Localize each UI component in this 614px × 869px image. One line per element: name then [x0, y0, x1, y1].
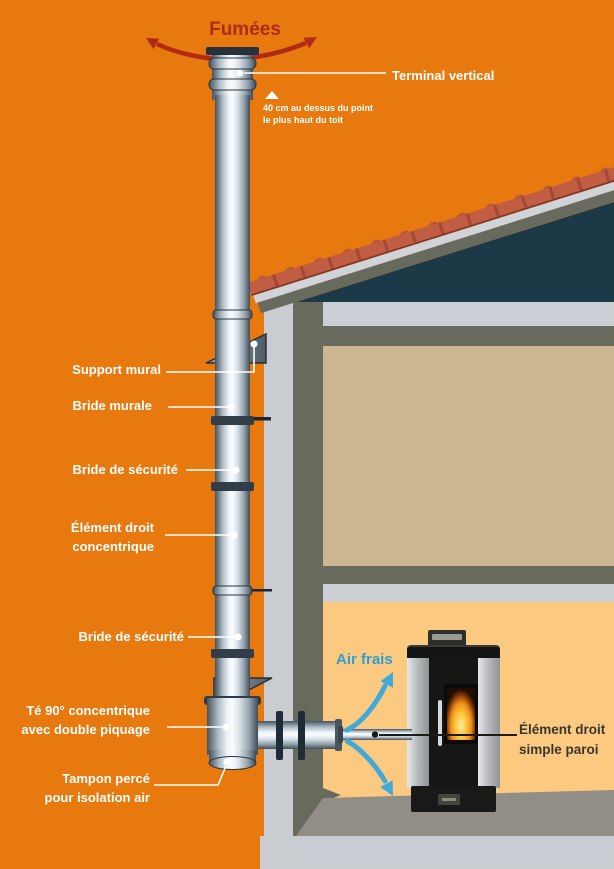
pellet-stove: [405, 630, 502, 813]
smoke-arrowhead-right: [303, 37, 317, 49]
element-simple-paroi-label: Élément droit simple paroi: [519, 720, 605, 760]
air-frais-arrows-icon: [344, 683, 388, 784]
element-concentrique-line1: Élément droit: [70, 520, 154, 535]
terminal-vertical-label: Terminal vertical: [392, 68, 495, 83]
bride-securite-1-label: Bride de sécurité: [72, 462, 179, 477]
stove-base-label: [442, 798, 456, 801]
tampon-label: Tampon percé pour isolation air: [45, 769, 150, 807]
height-marker-icon: [265, 91, 279, 99]
mid-floor-slab: [264, 584, 614, 602]
stove-side-panel-left: [407, 658, 429, 788]
pipe-joint-collar-2: [212, 585, 253, 596]
leader-dots: [222, 69, 258, 766]
bride-murale-label: Bride murale: [72, 398, 152, 413]
smoke-label: Fumées: [209, 19, 281, 40]
support-mural-label: Support mural: [72, 362, 161, 377]
stove-base-plate: [438, 794, 460, 805]
bride-securite-2-label: Bride de sécurité: [78, 629, 185, 644]
smoke-arrowhead-left: [146, 38, 160, 50]
stove-control-panel: [428, 630, 466, 647]
concentric-flue-pipe: [215, 95, 250, 705]
te90-line2: avec double piquage: [21, 722, 150, 737]
air-arrowhead-up: [380, 672, 393, 688]
element-concentrique-label: Élément droit concentrique: [71, 518, 154, 556]
leader-dot-simple-paroi: [371, 731, 379, 738]
tampon-line1: Tampon percé: [62, 771, 150, 786]
height-note-line2: le plus haut du toit: [263, 115, 343, 125]
vertical-terminal: [206, 47, 259, 100]
upper-room-floor-shadow: [293, 566, 614, 584]
foundation-slab: [260, 836, 614, 869]
element-concentrique-line2: concentrique: [72, 539, 154, 554]
element-simple-line2: simple paroi: [519, 742, 599, 757]
stove-flame: [447, 688, 475, 740]
tampon-line2: pour isolation air: [44, 790, 150, 805]
wall-clamp-rod-1: [250, 417, 271, 421]
wall-clamp-rod-2: [250, 589, 272, 592]
tee-90-concentric: [204, 696, 342, 770]
height-note: 40 cm au dessus du point le plus haut du…: [263, 102, 373, 126]
upper-room-ceiling-shadow: [293, 326, 614, 346]
bride-securite-band-1: [211, 482, 254, 491]
height-note-line1: 40 cm au dessus du point: [263, 103, 374, 113]
pipe-joint-collar-1: [212, 309, 253, 320]
element-simple-line1: Élément droit: [519, 722, 606, 737]
air-frais-label: Air frais: [336, 651, 393, 668]
te90-line1: Té 90° concentrique: [26, 703, 150, 718]
exterior-wall-face: [264, 288, 293, 869]
stove-side-panel-right: [478, 658, 500, 788]
leader-lines: [154, 72, 386, 786]
stove-control-display: [432, 634, 462, 640]
bride-murale-band: [211, 416, 254, 425]
air-arrowhead-down: [380, 780, 393, 796]
stove-top: [407, 645, 500, 662]
bride-securite-band-2: [211, 649, 254, 658]
te90-label: Té 90° concentrique avec double piquage: [21, 701, 150, 739]
stove-door-handle: [438, 700, 442, 746]
upper-room: [323, 346, 614, 566]
stove-base: [411, 786, 496, 812]
